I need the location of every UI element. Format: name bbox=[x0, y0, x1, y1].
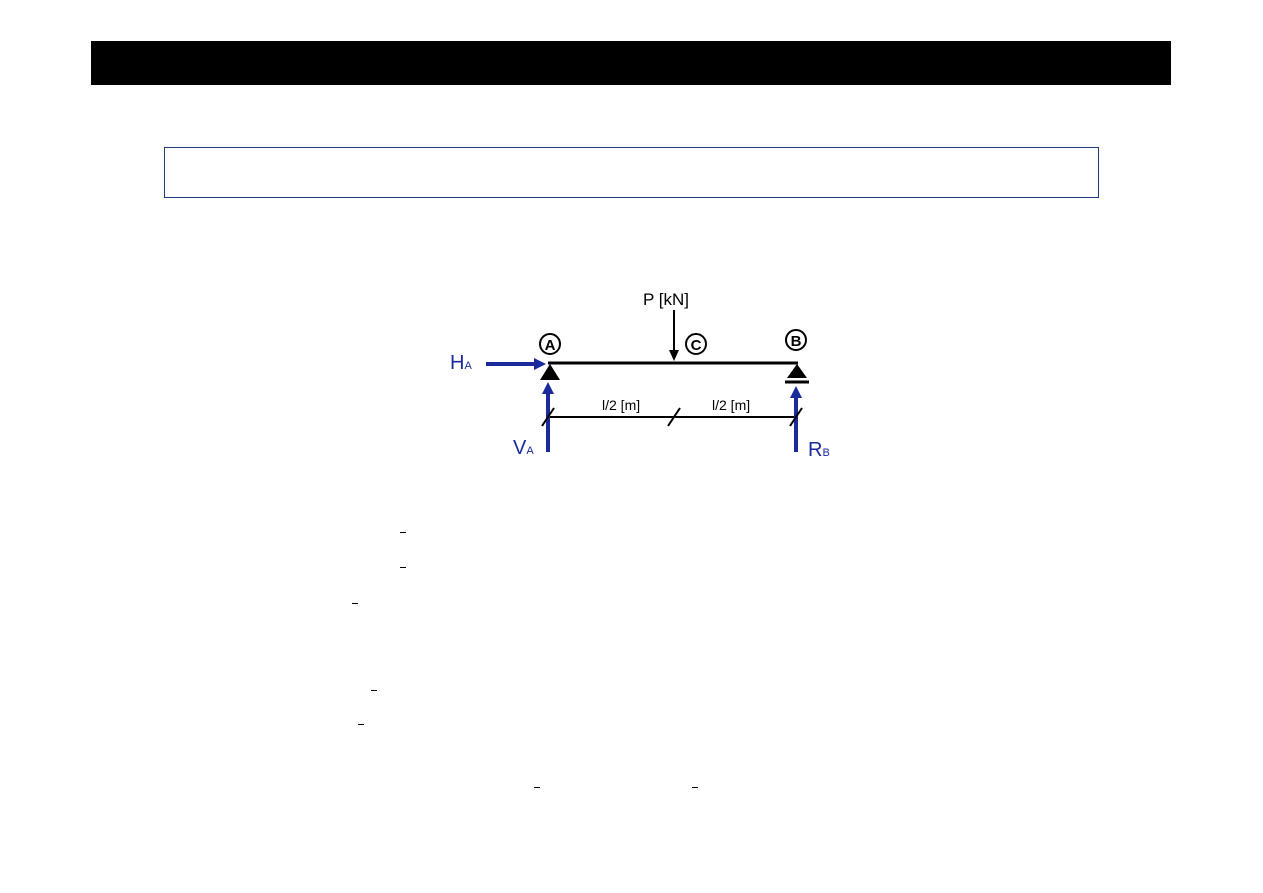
formula-mark-6 bbox=[534, 787, 540, 788]
node-b-circle bbox=[785, 329, 807, 351]
node-c-label: C bbox=[691, 337, 702, 354]
title-bar bbox=[91, 41, 1171, 85]
node-a-label: A bbox=[545, 337, 556, 354]
span-label-left: l/2 [m] bbox=[602, 397, 640, 413]
beam-diagram: P [kN] A C B HA VA RB l/2 [m] l/2 [m] bbox=[450, 290, 830, 461]
dimension-tick-c bbox=[667, 407, 681, 427]
dimension-tick-b bbox=[789, 407, 803, 427]
formula-mark-1 bbox=[400, 532, 406, 533]
ha-arrow-head bbox=[534, 358, 546, 370]
ha-label: HA bbox=[450, 352, 472, 374]
formula-mark-2 bbox=[400, 567, 406, 568]
formula-mark-4 bbox=[371, 690, 377, 691]
subtitle-box bbox=[164, 147, 1099, 198]
load-arrow-head bbox=[669, 350, 679, 361]
pin-support-a bbox=[540, 364, 560, 380]
roller-support-b bbox=[787, 364, 807, 378]
rb-label: RB bbox=[808, 439, 830, 461]
node-a-circle bbox=[539, 333, 561, 355]
rb-arrow-head bbox=[790, 386, 802, 398]
load-label: P [kN] bbox=[643, 290, 689, 309]
formula-mark-7 bbox=[692, 787, 698, 788]
formula-mark-5 bbox=[358, 724, 364, 725]
dimension-tick-a bbox=[541, 407, 555, 427]
node-b-label: B bbox=[791, 333, 802, 350]
va-label: VA bbox=[513, 437, 534, 459]
node-c-circle bbox=[685, 333, 707, 355]
span-label-right: l/2 [m] bbox=[712, 397, 750, 413]
formula-mark-3 bbox=[352, 603, 358, 604]
va-arrow-head bbox=[542, 382, 554, 394]
